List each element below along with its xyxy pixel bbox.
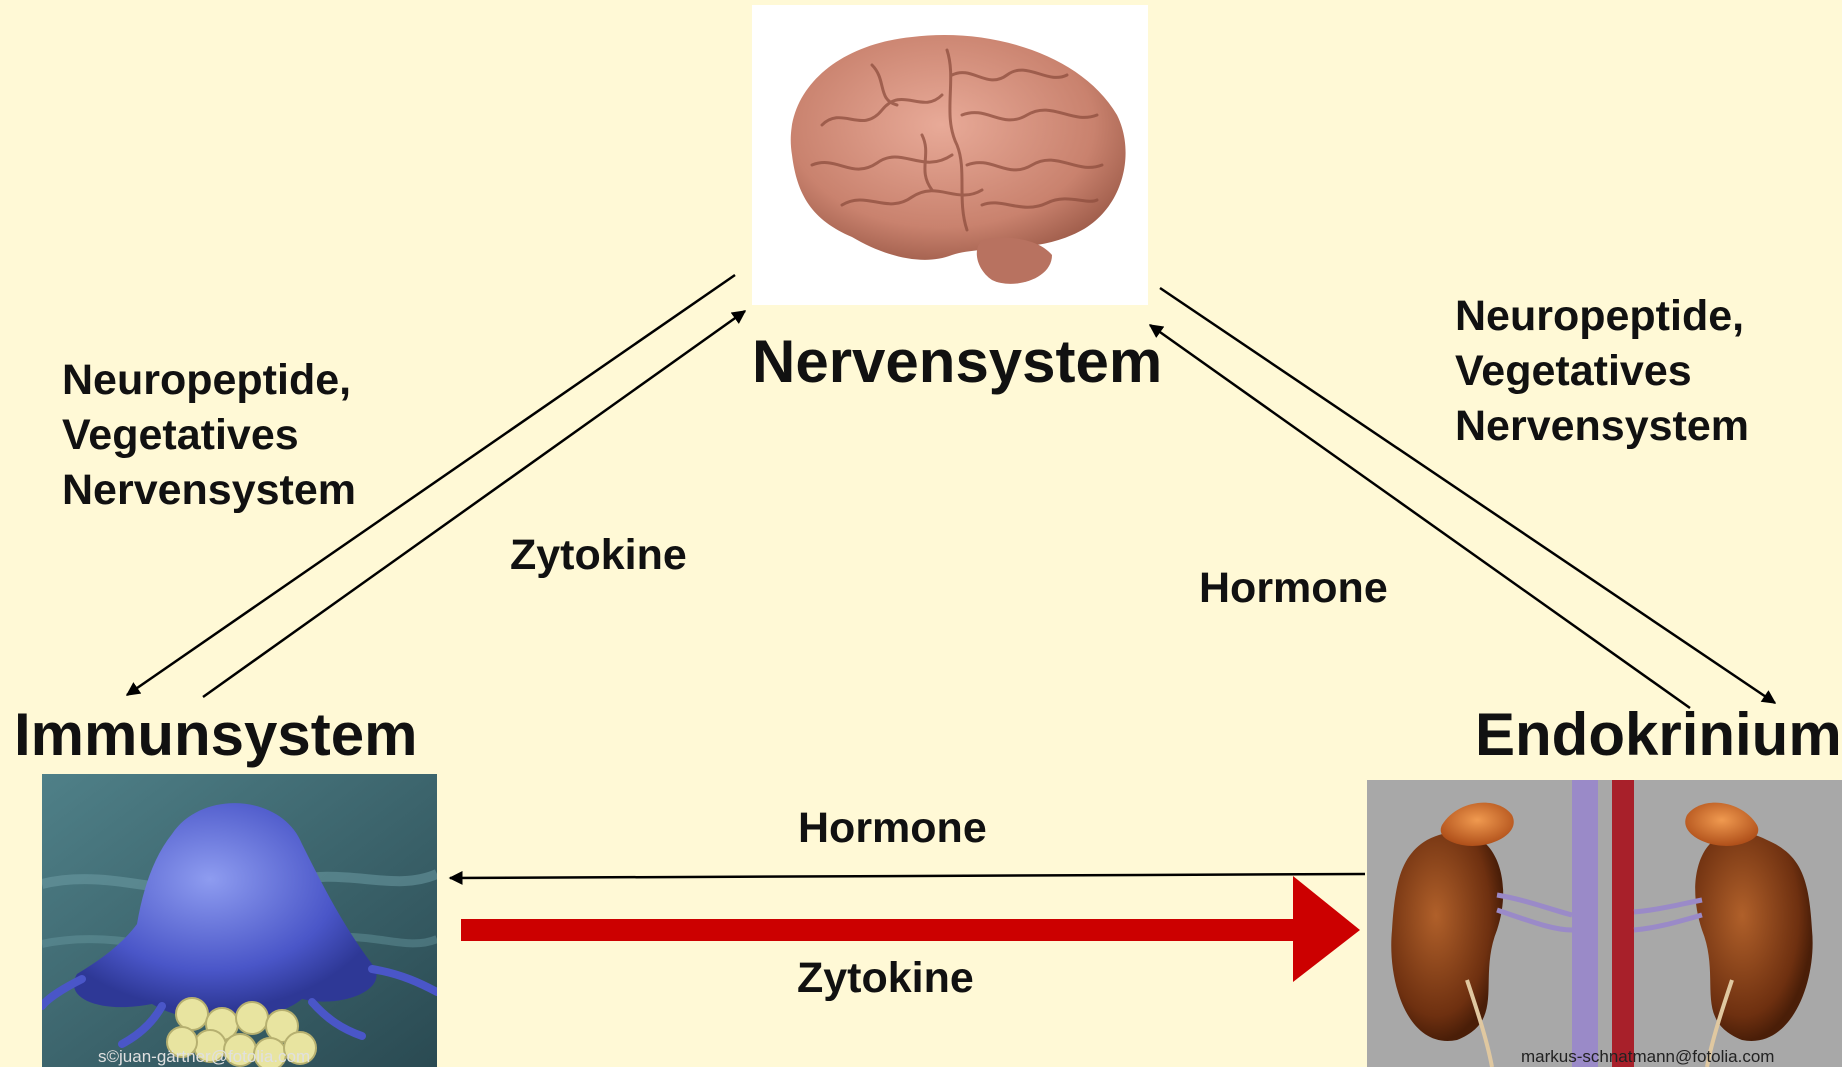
immune-cell-image: s©juan-gärtner@fotolia.com	[42, 774, 437, 1067]
kidney-image-credit: markus-schnatmann@fotolia.com	[1521, 1047, 1774, 1067]
label-nerve-to-endocrine: Neuropeptide, Vegetatives Nervensystem	[1455, 289, 1749, 454]
label-nerve-to-endocrine-line-2: Vegetatives	[1455, 344, 1749, 399]
label-endocrine-to-immune: Hormone	[798, 801, 987, 856]
label-nerve-to-immune: Neuropeptide, Vegetatives Nervensystem	[62, 353, 356, 518]
label-immune-to-endocrine: Zytokine	[797, 951, 974, 1006]
label-nerve-to-immune-line-3: Nervensystem	[62, 463, 356, 518]
nervous-system-title: Nervensystem	[752, 327, 1162, 396]
kidneys-icon	[1367, 780, 1842, 1067]
immune-image-credit: s©juan-gärtner@fotolia.com	[98, 1047, 310, 1067]
label-nerve-to-immune-line-2: Vegetatives	[62, 408, 356, 463]
macrophage-icon	[42, 774, 437, 1067]
brain-image	[752, 5, 1148, 305]
arrow-endocrine-to-immune	[450, 874, 1365, 878]
label-endocrine-to-nerve: Hormone	[1199, 561, 1388, 616]
label-nerve-to-endocrine-line-3: Nervensystem	[1455, 399, 1749, 454]
kidney-image: markus-schnatmann@fotolia.com	[1367, 780, 1842, 1067]
brain-icon	[752, 5, 1148, 305]
label-immune-to-nerve: Zytokine	[510, 528, 687, 583]
endocrine-system-title: Endokrinium	[1475, 700, 1842, 769]
immune-system-title: Immunsystem	[14, 700, 417, 769]
label-nerve-to-endocrine-line-1: Neuropeptide,	[1455, 289, 1749, 344]
label-nerve-to-immune-line-1: Neuropeptide,	[62, 353, 356, 408]
